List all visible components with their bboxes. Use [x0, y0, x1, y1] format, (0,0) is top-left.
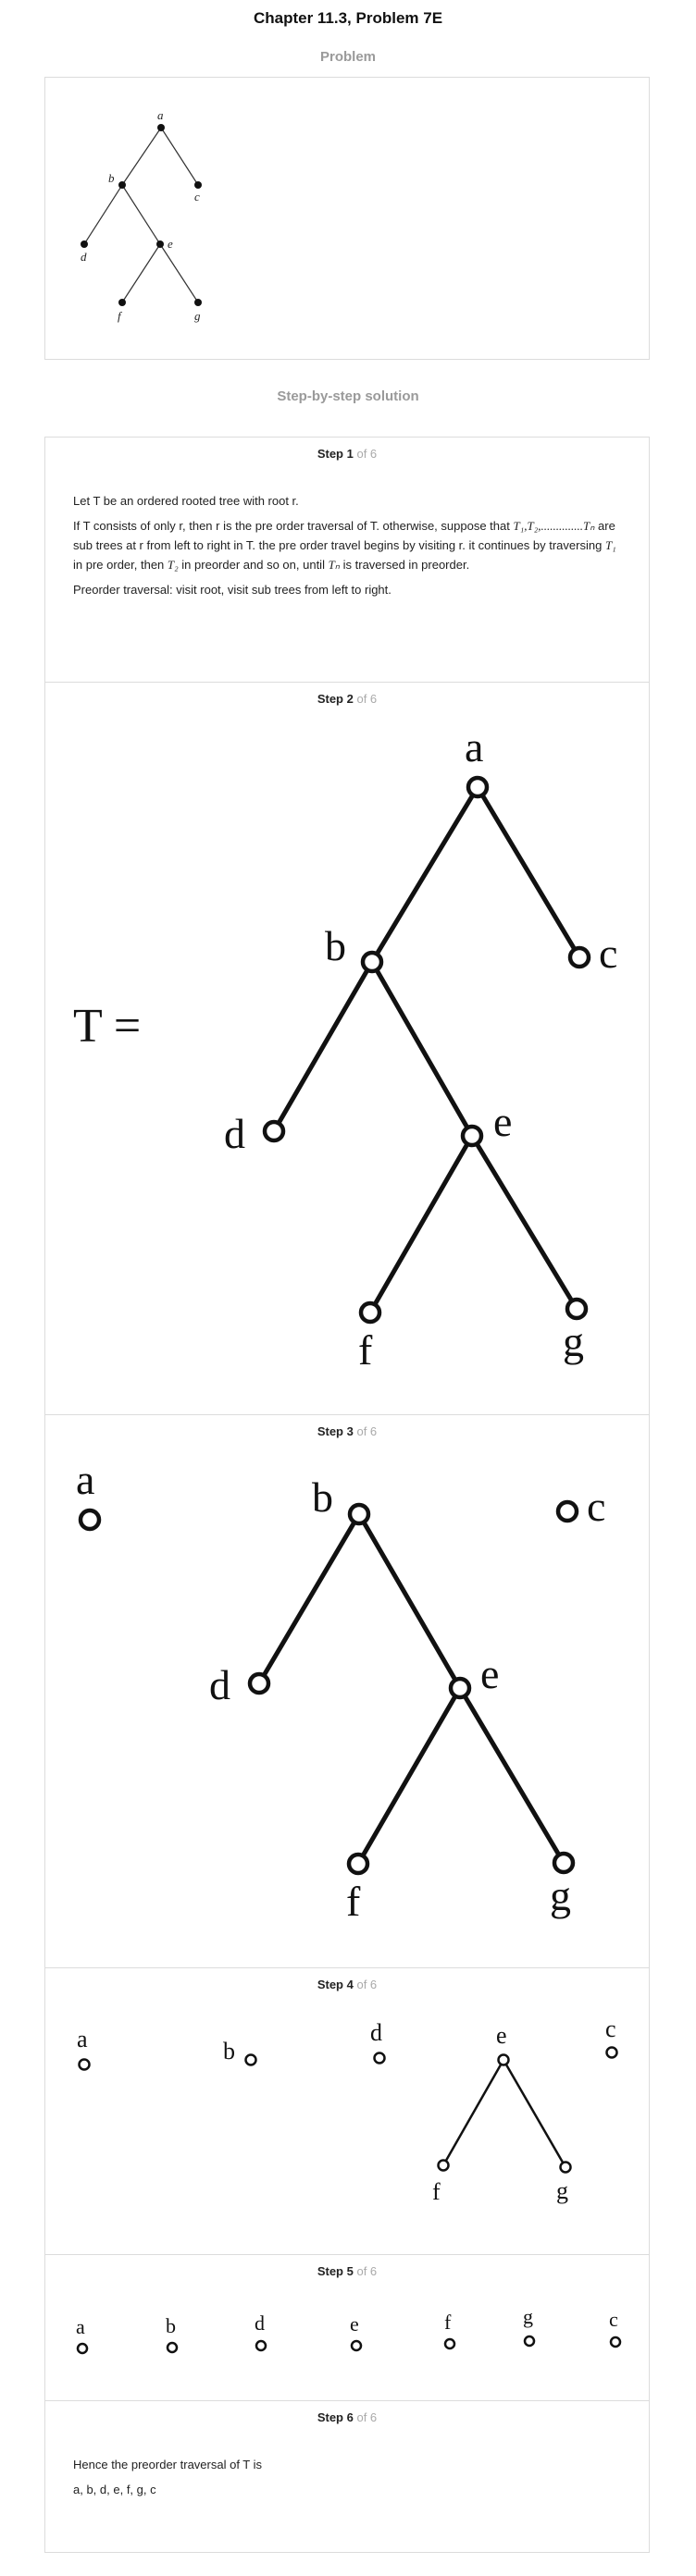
step-3-node-a [78, 1508, 102, 1532]
step-1-para-2: If T consists of only r, then r is the p… [73, 519, 616, 572]
step-4-label: Step 4 of 6 [317, 1978, 378, 1991]
step-6-card: Step 6 of 6 Hence the preorder traversal… [44, 2400, 650, 2553]
step-4-label-a: a [77, 2026, 88, 2052]
problem-label-a: a [157, 108, 164, 122]
problem-node-f [118, 299, 126, 306]
step-5-card: Step 5 of 6 a b d e f g c [44, 2254, 650, 2400]
step-5-label-a: a [76, 2315, 85, 2338]
step-2-node-c [567, 945, 591, 969]
problem-box: a b c d e f g [44, 77, 650, 360]
step-1-card: Step 1 of 6 Let T be an ordered rooted t… [44, 437, 650, 682]
problem-heading: Problem [319, 49, 376, 65]
step-2-node-b [360, 950, 384, 974]
step-1-text: Let T be an ordered rooted tree with roo… [73, 491, 621, 605]
solution-heading: Step-by-step solution [277, 388, 419, 404]
step-5-node-a [76, 2342, 89, 2355]
step-2-label-d: d [224, 1110, 245, 1157]
step-3-card: Step 3 of 6 a b c d e f g [44, 1414, 650, 1967]
step-5-node-d [255, 2339, 267, 2352]
step-2-label-b: b [325, 922, 346, 969]
step-2-label-e: e [493, 1098, 512, 1145]
page-title: Chapter 11.3, Problem 7E [253, 9, 443, 27]
step-4-label-b: b [223, 2038, 235, 2064]
step-3-label: Step 3 of 6 [317, 1424, 378, 1438]
step-4-label-f: f [432, 2178, 441, 2205]
step-4-node-b [244, 2053, 257, 2066]
step-6-line-1: Hence the preorder traversal of T is [73, 2458, 263, 2471]
step-5-label: Step 5 of 6 [317, 2264, 378, 2278]
step-2-node-g [565, 1297, 589, 1321]
step-3-label-g: g [550, 1872, 571, 1919]
step-4-node-f [437, 2159, 450, 2172]
step-2-node-f [358, 1300, 382, 1325]
step-5-node-c [609, 2336, 622, 2348]
step-4-node-g [559, 2161, 572, 2174]
problem-label-e: e [168, 237, 173, 251]
step-3-label-c: c [587, 1483, 605, 1530]
step-3-node-g [552, 1851, 576, 1875]
problem-label-g: g [194, 309, 201, 323]
step-3-forest-diagram: a b c d e f g [76, 1456, 605, 1925]
step-5-label-g: g [523, 2305, 533, 2328]
step-2-label-f: f [358, 1326, 373, 1374]
step-6-label: Step 6 of 6 [317, 2410, 378, 2424]
problem-tree-diagram: a b c d e f g [81, 108, 202, 323]
step-5-node-g [523, 2335, 536, 2348]
step-5-node-f [443, 2337, 456, 2350]
problem-label-d: d [81, 250, 87, 264]
step-3-node-e [448, 1676, 472, 1700]
step-1-para-3: Preorder traversal: visit root, visit su… [73, 583, 392, 597]
step-5-node-e [350, 2339, 363, 2352]
step-5-label-e: e [350, 2312, 359, 2336]
step-5-label-d: d [255, 2311, 265, 2335]
step-6-answer: a, b, d, e, f, g, c [73, 2483, 156, 2496]
step-3-node-b [347, 1502, 371, 1526]
step-5-label-f: f [444, 2311, 452, 2334]
step-4-node-c [605, 2046, 618, 2059]
step-5-nodes-diagram: a b d e f g c [76, 2305, 622, 2355]
step-3-label-e: e [480, 1650, 499, 1697]
step-6-text: Hence the preorder traversal of T is a, … [73, 2455, 621, 2505]
step-2-node-a [466, 775, 490, 799]
step-2-card: Step 2 of 6 T = a b c d e f g [44, 682, 650, 1414]
step-2-t-label: T = [73, 1000, 141, 1053]
step-4-node-e [497, 2053, 510, 2066]
step-2-node-d [262, 1119, 286, 1143]
step-2-label-c: c [599, 930, 617, 977]
step-2-tree-diagram: T = a b c d e f g [73, 723, 617, 1374]
step-2-label-g: g [563, 1318, 584, 1365]
step-4-label-c: c [605, 2015, 616, 2042]
step-5-label-b: b [166, 2314, 176, 2337]
step-3-label-b: b [312, 1473, 333, 1521]
step-2-label-a: a [465, 723, 483, 770]
problem-label-f: f [118, 309, 123, 323]
step-4-forest-diagram: a b d e c f g [77, 2015, 618, 2205]
step-2-label: Step 2 of 6 [317, 692, 378, 706]
problem-node-e [156, 240, 164, 248]
step-5-label-c: c [609, 2308, 618, 2331]
step-3-node-d [247, 1671, 271, 1695]
problem-label-b: b [108, 171, 115, 185]
problem-node-c [194, 181, 202, 189]
step-4-label-d: d [370, 2019, 382, 2046]
step-3-node-c [555, 1499, 579, 1523]
step-1-label: Step 1 of 6 [317, 447, 378, 461]
step-5-node-b [166, 2341, 179, 2354]
problem-node-a [157, 124, 165, 131]
step-4-label-e: e [496, 2022, 507, 2049]
step-1-para-1: Let T be an ordered rooted tree with roo… [73, 494, 299, 508]
step-3-label-f: f [346, 1878, 361, 1925]
problem-node-d [81, 240, 88, 248]
step-4-node-c-d [373, 2052, 386, 2064]
step-4-card: Step 4 of 6 a b d e c f g [44, 1967, 650, 2254]
step-3-label-a: a [76, 1456, 94, 1503]
problem-node-g [194, 299, 202, 306]
step-3-label-d: d [209, 1661, 230, 1708]
problem-node-b [118, 181, 126, 189]
step-3-node-f [346, 1852, 370, 1876]
step-4-node-a [78, 2058, 91, 2071]
step-4-label-g: g [556, 2177, 568, 2204]
problem-label-c: c [194, 190, 200, 203]
step-2-node-e [460, 1124, 484, 1148]
